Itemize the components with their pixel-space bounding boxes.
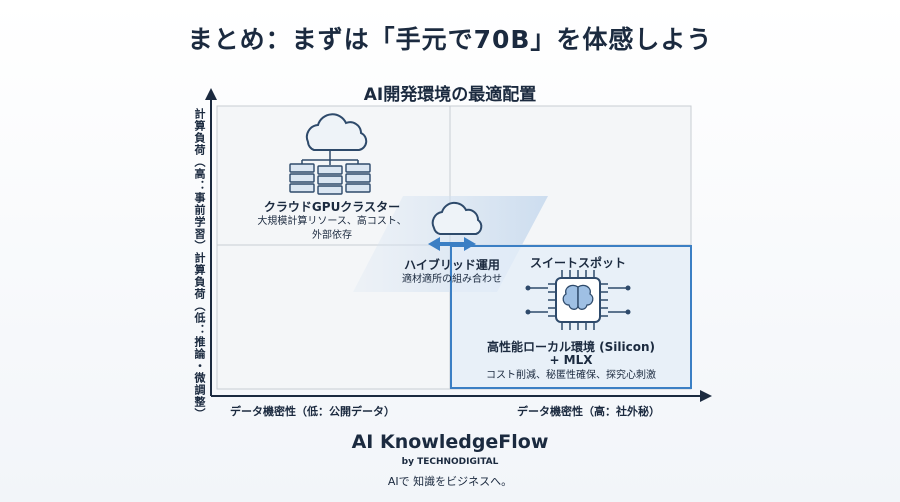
cloud-server-icon [289, 113, 371, 195]
brand-name: AI KnowledgeFlow [351, 431, 549, 453]
hybrid-subtitle: 適材適所の組み合わせ [402, 274, 502, 285]
y-axis-arrowhead [205, 88, 217, 100]
sweet-spot-label: スイートスポット [529, 256, 626, 270]
diagram-title: AI開発環境の最適配置 [363, 85, 537, 105]
x-axis-label-right: データ機密性（高：社外秘） [517, 405, 660, 418]
cloud-title: クラウドGPUクラスター [263, 200, 401, 214]
x-axis-arrowhead [700, 390, 712, 402]
brand-by: by TECHNODIGITAL [401, 457, 499, 467]
sweet-spot-title: 高性能ローカル環境 (Silicon) [486, 340, 656, 354]
sweet-spot-subtitle: コスト削減、秘匿性確保、探究心刺激 [486, 370, 656, 381]
cloud-description-line1: 大規模計算リソース、高コスト、 [257, 216, 407, 227]
cloud-arrows-icon [428, 201, 483, 251]
sweet-spot-title-line2: + MLX [549, 353, 593, 367]
brain-chip-icon [525, 270, 631, 330]
cloud-description-line2: 外部依存 [312, 230, 352, 241]
hybrid-title: ハイブリッド運用 [404, 258, 500, 272]
y-axis-label-lower: 計算負荷（低：推論・微調整） [193, 252, 206, 420]
page-title: まとめ：まずは「手元で70B」を体感しよう [187, 25, 713, 54]
y-axis-label-upper: 計算負荷（高：事前学習） [193, 108, 206, 252]
x-axis-label-left: データ機密性（低：公開データ） [230, 405, 395, 418]
tagline: AIで 知識をビジネスへ。 [387, 475, 513, 488]
